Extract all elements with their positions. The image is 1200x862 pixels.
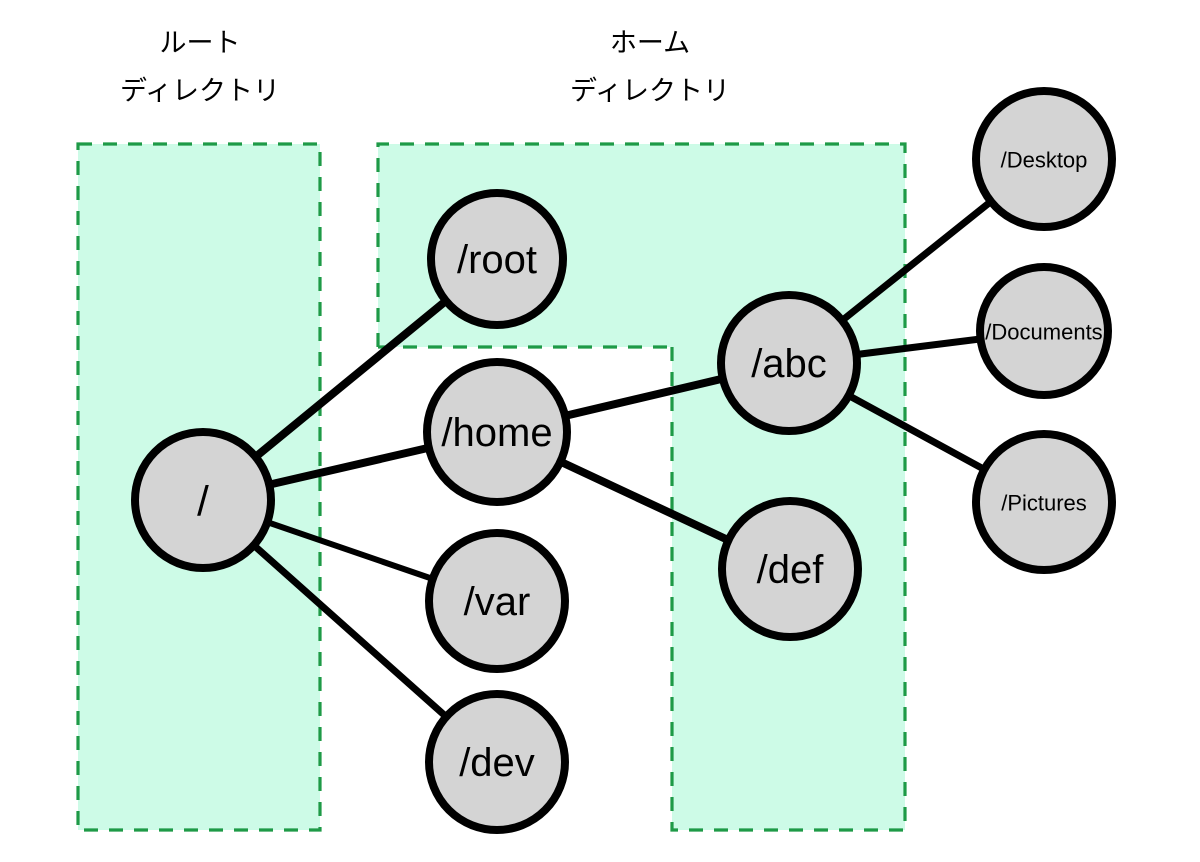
- root-directory-caption-line2: ディレクトリ: [120, 76, 280, 106]
- node-documents-circle[interactable]: [976, 263, 1112, 399]
- node-rootdir[interactable]: /root: [427, 189, 567, 329]
- node-desktop-circle[interactable]: [972, 87, 1116, 231]
- node-var-circle[interactable]: [425, 529, 569, 673]
- region-fill-layer: [78, 144, 905, 830]
- node-rootdir-label: /root: [457, 238, 537, 282]
- node-rootdir-circle[interactable]: [427, 189, 567, 329]
- node-def-label: /def: [757, 548, 825, 592]
- node-def-circle[interactable]: [718, 497, 862, 641]
- root-directory-region-border: [76, 142, 322, 832]
- root-directory-caption-line1: ルート: [160, 28, 241, 58]
- node-def[interactable]: /def: [718, 497, 862, 641]
- node-pictures-circle[interactable]: [972, 430, 1116, 574]
- node-abc-label: /abc: [751, 342, 827, 386]
- node-var[interactable]: /var: [425, 529, 569, 673]
- home-directory-region-upper-border: [376, 142, 907, 347]
- node-dev-label: /dev: [459, 741, 535, 785]
- node-home[interactable]: /home: [423, 358, 571, 506]
- node-home-circle[interactable]: [423, 358, 571, 506]
- node-abc[interactable]: /abc: [717, 291, 861, 435]
- region-border-layer: [76, 142, 907, 832]
- node-var-label: /var: [464, 580, 531, 624]
- node-documents-label: /Documents: [985, 320, 1102, 345]
- home-directory-region-lower-border: [670, 347, 907, 832]
- node-layer: / /root/home/var/dev/abc/def/Desktop/Docu…: [131, 87, 1116, 834]
- node-home-label: /home: [441, 411, 552, 455]
- node-root-circle[interactable]: [131, 428, 275, 572]
- node-documents[interactable]: /Documents: [976, 263, 1112, 399]
- node-abc-circle[interactable]: [717, 291, 861, 435]
- node-dev-circle[interactable]: [425, 690, 569, 834]
- home-directory-caption-line1: ホーム: [610, 28, 690, 58]
- node-pictures[interactable]: /Pictures: [972, 430, 1116, 574]
- node-root[interactable]: /: [131, 428, 275, 572]
- home-directory-caption-line2: ディレクトリ: [570, 76, 730, 106]
- node-pictures-label: /Pictures: [1001, 491, 1087, 516]
- node-desktop[interactable]: /Desktop: [972, 87, 1116, 231]
- node-dev[interactable]: /dev: [425, 690, 569, 834]
- node-root-label: /: [197, 478, 209, 525]
- node-desktop-label: /Desktop: [1001, 148, 1088, 173]
